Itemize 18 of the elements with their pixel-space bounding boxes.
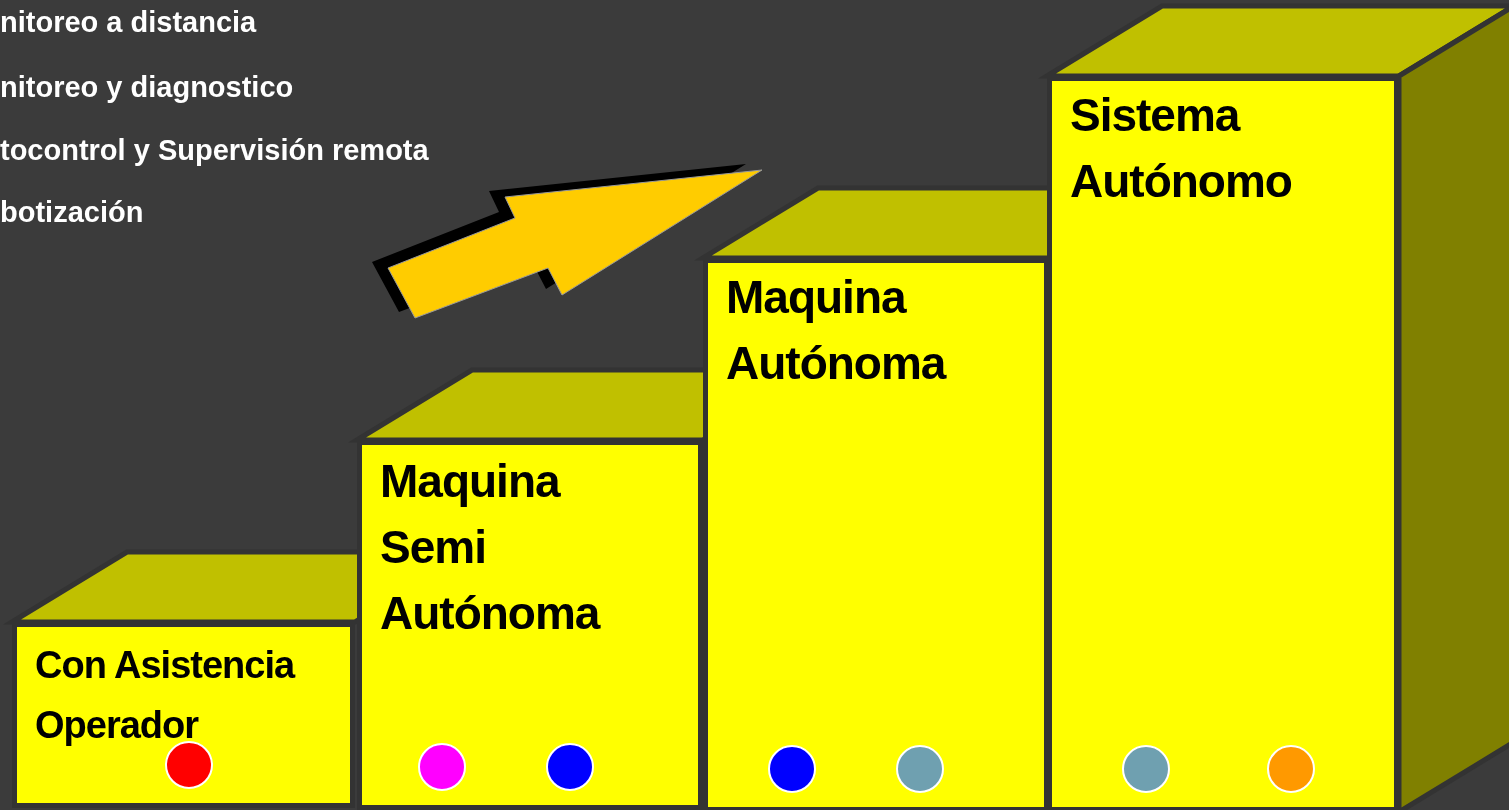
list-item: botización — [0, 195, 144, 229]
step-title: Con Asistencia Operador — [35, 643, 296, 748]
colored-dot — [896, 745, 944, 793]
colored-dot — [1267, 745, 1315, 793]
step-title: Sistema Autónomo — [1070, 88, 1293, 209]
colored-dot — [768, 745, 816, 793]
step-box — [703, 258, 1049, 810]
colored-dot — [1122, 745, 1170, 793]
list-item: tocontrol y Supervisión remota — [0, 133, 429, 167]
colored-dot — [546, 743, 594, 791]
colored-dot — [418, 743, 466, 791]
step-title: Maquina Autónoma — [726, 270, 948, 391]
step-box — [12, 622, 355, 808]
list-item: nitoreo y diagnostico — [0, 70, 294, 104]
step-title: Maquina Semi Autónoma — [380, 454, 602, 641]
list-item: nitoreo a distancia — [0, 5, 257, 39]
step-box — [1047, 76, 1399, 810]
step-box — [357, 440, 703, 810]
